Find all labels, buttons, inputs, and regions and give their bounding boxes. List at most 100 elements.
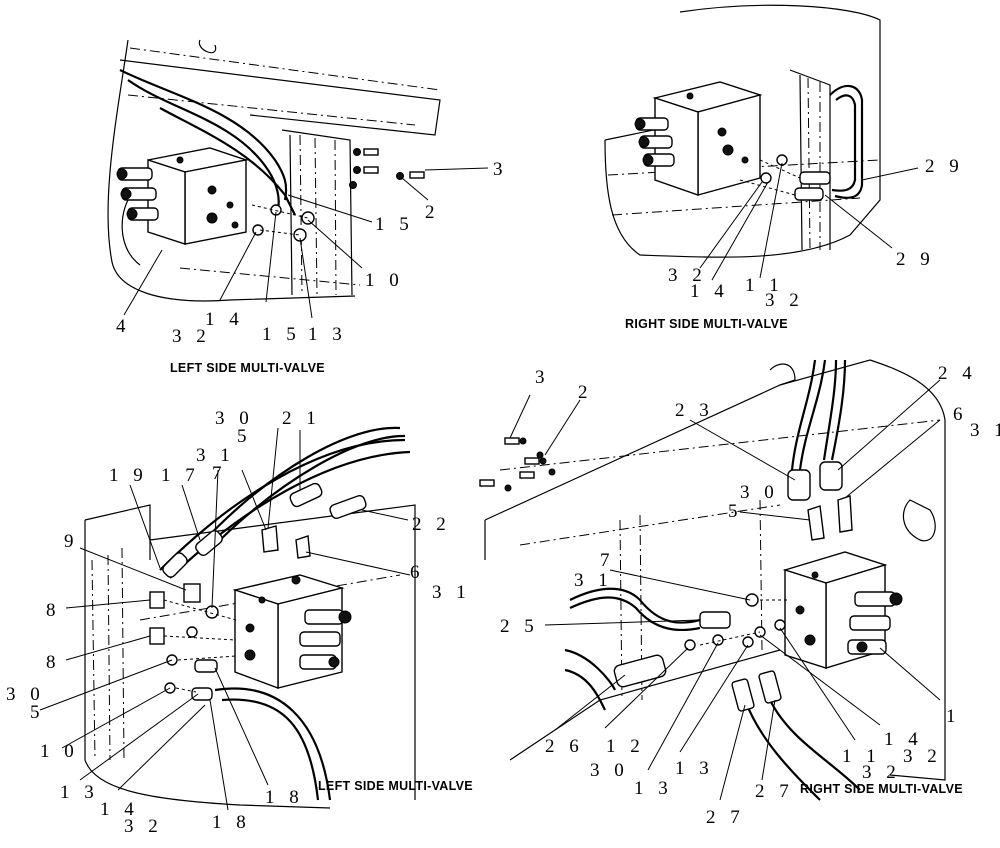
callout-12: 1 2 — [606, 736, 645, 757]
fitting-12 — [684, 639, 696, 651]
leader-30 — [267, 427, 279, 529]
valve-spools — [116, 167, 159, 221]
frame-centerline-2 — [519, 504, 781, 546]
leader-26 — [554, 674, 626, 731]
callout-3: 3 — [493, 159, 508, 180]
callout-13: 1 3 — [60, 782, 99, 803]
valve-spools — [847, 591, 903, 655]
leader-14 — [219, 231, 257, 301]
leader-23 — [689, 419, 796, 481]
callout-10: 1 0 — [365, 270, 404, 291]
leader-4 — [123, 249, 163, 316]
leader-25 — [544, 619, 701, 626]
leader-13a — [647, 642, 719, 771]
leader-3 — [424, 167, 489, 171]
leader-9 — [79, 547, 187, 591]
callout-29a: 2 9 — [925, 156, 964, 177]
fitting-paths — [163, 599, 237, 693]
hose-23b — [790, 359, 817, 471]
callout-19: 1 9 — [109, 465, 148, 486]
callout-3: 3 — [535, 367, 550, 388]
leader-29a — [861, 167, 919, 181]
leader-7 — [609, 569, 751, 601]
fitting-8a — [149, 591, 165, 609]
leader-2 — [401, 177, 429, 201]
fitting-31 — [186, 626, 198, 638]
fitting-7 — [745, 593, 759, 607]
frame-centerline — [499, 419, 941, 471]
panel-bottom-left: 3 0 2 1 5 3 1 7 1 9 1 7 9 2 2 6 3 1 8 8 … — [6, 408, 473, 837]
hose-1b — [169, 450, 411, 579]
fitting-paths — [699, 599, 788, 646]
callout-8a: 8 — [46, 600, 61, 621]
fitting-8b — [149, 627, 165, 645]
callout-31: 3 1 — [196, 445, 235, 466]
frame-centerlines — [91, 547, 125, 761]
callout-32: 3 2 — [124, 816, 163, 837]
callout-11: 1 1 — [745, 275, 784, 296]
fitting-6 — [295, 535, 311, 559]
leader-30b — [39, 659, 173, 711]
caption-bottom-left: LEFT SIDE MULTI-VALVE — [318, 779, 473, 793]
callout-31: 3 1 — [970, 420, 1000, 441]
frame-centerline — [607, 159, 881, 176]
bolts — [479, 437, 556, 492]
plate-centerlines — [807, 77, 821, 251]
fitting-21 — [289, 482, 323, 508]
leader-14 — [117, 704, 206, 791]
leader-27a — [719, 704, 746, 801]
callout-31b: 3 1 — [574, 570, 613, 591]
hose-loop-inner — [831, 94, 857, 192]
bracket — [198, 39, 217, 54]
leader-15b — [265, 211, 277, 303]
fitting-14 — [760, 172, 772, 184]
caption-bottom-right: RIGHT SIDE MULTI-VALVE — [800, 782, 963, 796]
leader-13 — [79, 693, 199, 781]
hose-26b — [564, 668, 606, 711]
hose-a-inner — [127, 79, 280, 209]
callout-2: 2 — [578, 382, 593, 403]
bolts — [349, 148, 425, 189]
callout-29b: 2 9 — [896, 249, 935, 270]
callout-2: 2 — [425, 202, 440, 223]
frame-centerline — [129, 47, 441, 91]
leader-14 — [759, 634, 881, 726]
plate-centerlines — [299, 134, 337, 296]
valve-spools — [634, 117, 675, 167]
callout-9: 9 — [64, 531, 79, 552]
callout-22: 2 2 — [412, 514, 451, 535]
hose-lower-b — [221, 698, 320, 801]
callout-4: 4 — [116, 316, 131, 337]
lower-centerline — [179, 267, 361, 286]
leader-14 — [711, 181, 769, 281]
callout-23: 2 3 — [675, 400, 714, 421]
callout-30: 3 0 — [740, 482, 779, 503]
frame-centerline-2 — [611, 197, 861, 216]
callout-30: 3 0 — [215, 408, 254, 429]
leader-10 — [307, 219, 363, 269]
leader-22 — [361, 509, 409, 521]
hose-1 — [159, 438, 406, 571]
frame-rail — [149, 504, 416, 800]
frame-lower — [484, 520, 781, 761]
leader-2 — [544, 399, 581, 456]
callout-32b: 3 2 — [862, 762, 901, 783]
callout-5b: 5 — [30, 702, 45, 723]
callout-30b: 3 0 — [6, 684, 45, 705]
callout-17: 1 7 — [161, 465, 200, 486]
frame-outline — [107, 39, 356, 302]
callout-14: 1 4 — [100, 799, 139, 820]
fitting-5 — [261, 525, 279, 553]
vertical-plate — [789, 69, 831, 251]
fitting-10 — [301, 211, 315, 225]
fitting-11 — [774, 619, 786, 631]
callout-32b: 3 2 — [765, 290, 804, 311]
fitting-24 — [819, 461, 843, 491]
hose-loop — [829, 84, 864, 199]
fitting-6 — [837, 495, 853, 533]
hose-lower — [214, 687, 332, 801]
frame-hole — [902, 499, 936, 542]
callout-21: 2 1 — [282, 408, 321, 429]
fitting-paths — [739, 159, 801, 196]
